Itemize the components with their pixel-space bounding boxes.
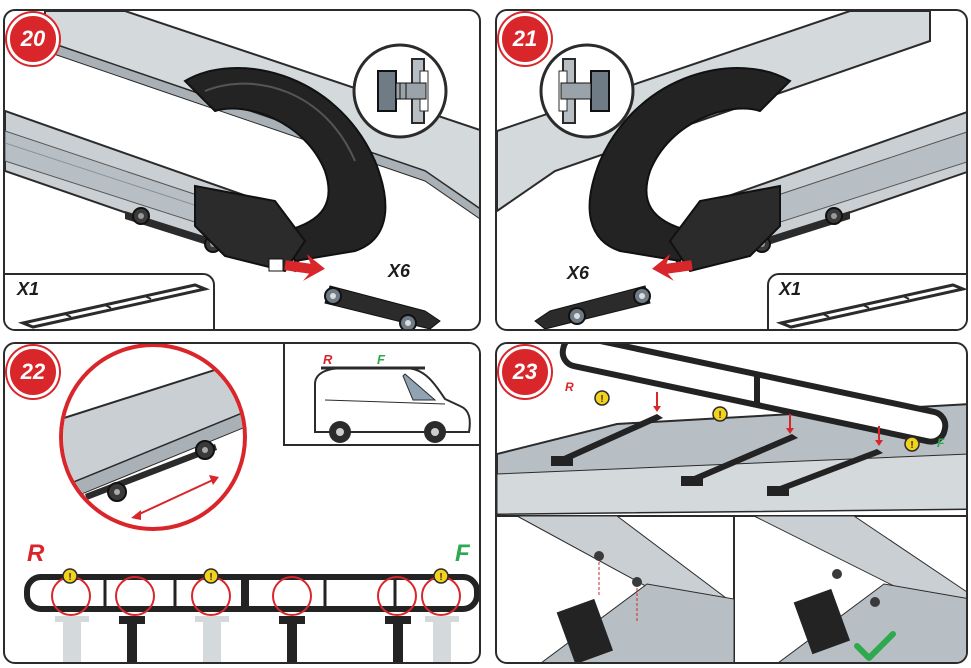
step-21-panel: 21 X6 X1 <box>495 9 968 331</box>
warning-icon: ! <box>62 568 78 584</box>
svg-text:!: ! <box>68 572 71 583</box>
step-22-panel: R F ! <box>3 342 481 664</box>
step-20-illustration <box>5 11 479 329</box>
step-23-panel: ! ! ! 23 R F <box>495 342 968 664</box>
van-rear-label: R <box>323 352 333 367</box>
part-quantity: X1 <box>17 279 40 299</box>
svg-text:!: ! <box>209 572 212 583</box>
van-front-label: F <box>377 352 385 367</box>
step-22-illustration: ! ! ! <box>24 344 479 662</box>
svg-text:!: ! <box>600 394 603 405</box>
check-icon <box>854 631 896 661</box>
rear-label: R <box>27 540 45 567</box>
part-inset <box>767 273 966 329</box>
van-icon <box>314 366 471 443</box>
bolt-quantity: X6 <box>388 261 411 281</box>
bar-part-icon <box>17 283 211 329</box>
svg-text:!: ! <box>439 572 442 583</box>
step-23-illustration: ! ! ! <box>497 344 966 662</box>
step-number-badge: 21 <box>499 13 551 65</box>
step-number-badge: 22 <box>7 346 59 398</box>
bolt-zoom-inset <box>352 43 448 139</box>
bolt-quantity: X6 <box>567 263 590 283</box>
step-number-badge: 20 <box>7 13 59 65</box>
step-number-badge: 23 <box>499 346 551 398</box>
front-label: F <box>937 436 945 450</box>
rear-label: R <box>565 380 574 394</box>
part-inset <box>5 273 215 329</box>
bolt-zoom-inset <box>539 43 635 139</box>
bar-part-icon <box>775 283 966 329</box>
svg-text:!: ! <box>718 410 721 421</box>
svg-text:!: ! <box>910 440 913 451</box>
step-21-illustration <box>497 11 966 329</box>
step-20-panel: 20 X6 X1 <box>3 9 481 331</box>
part-quantity: X1 <box>779 279 802 299</box>
van-inset <box>283 344 479 446</box>
arrow-icon <box>284 254 325 281</box>
front-label: F <box>455 540 470 567</box>
